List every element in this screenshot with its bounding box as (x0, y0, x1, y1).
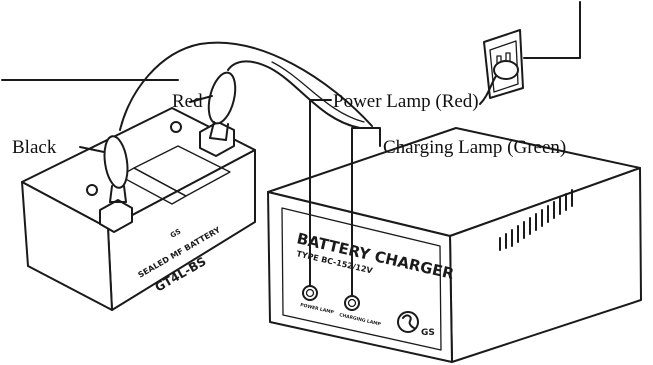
charger-plug (480, 61, 518, 104)
black-callout: Black (12, 138, 56, 157)
outlet-leader-line (524, 2, 580, 58)
power-lamp (303, 286, 317, 300)
charger-brand: GS (421, 328, 435, 338)
charging-lamp-callout: Charging Lamp (Green) (383, 138, 566, 157)
red-callout: Red (172, 92, 203, 111)
power-lamp-callout: Power Lamp (Red) (333, 92, 479, 111)
battery-charger: BATTERY CHARGER TYPE BC-152/12V POWER LA… (268, 128, 641, 362)
charging-lamp (345, 296, 359, 310)
